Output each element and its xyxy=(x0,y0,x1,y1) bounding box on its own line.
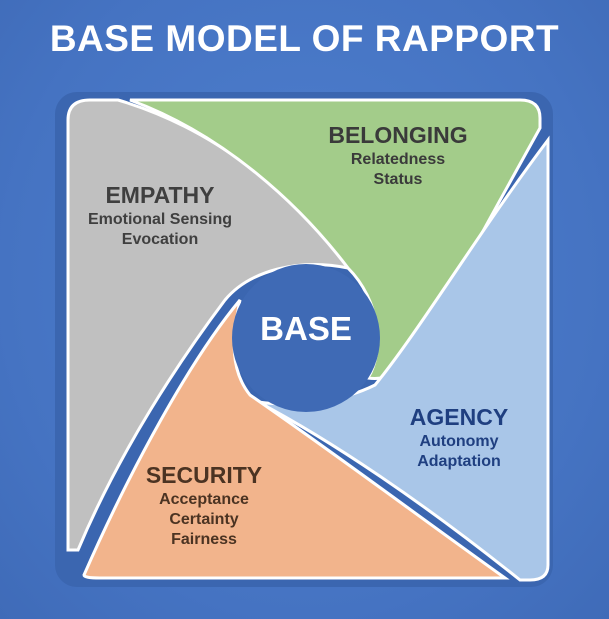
security-label: SECURITY Acceptance Certainty Fairness xyxy=(104,462,304,550)
empathy-item: Emotional Sensing xyxy=(87,210,232,228)
empathy-title: EMPATHY xyxy=(105,182,215,208)
belonging-title: BELONGING xyxy=(328,122,468,148)
diagram-title: BASE MODEL OF RAPPORT xyxy=(49,18,560,59)
belonging-label: BELONGING Relatedness Status xyxy=(298,122,498,190)
agency-item: Autonomy xyxy=(419,432,499,450)
security-segment xyxy=(82,299,510,580)
empathy-label: EMPATHY Emotional Sensing Evocation xyxy=(60,182,260,250)
security-item: Certainty xyxy=(169,510,239,528)
base-center-circle xyxy=(232,264,380,412)
agency-label: AGENCY Autonomy Adaptation xyxy=(364,404,554,472)
agency-title: AGENCY xyxy=(409,404,509,430)
belonging-item: Status xyxy=(373,170,423,188)
center-label: BASE xyxy=(260,310,352,347)
belonging-item: Relatedness xyxy=(350,150,446,168)
security-item: Fairness xyxy=(171,530,237,548)
security-item: Acceptance xyxy=(159,490,249,508)
empathy-item: Evocation xyxy=(121,230,199,248)
security-title: SECURITY xyxy=(145,462,263,488)
agency-item: Adaptation xyxy=(417,452,501,470)
